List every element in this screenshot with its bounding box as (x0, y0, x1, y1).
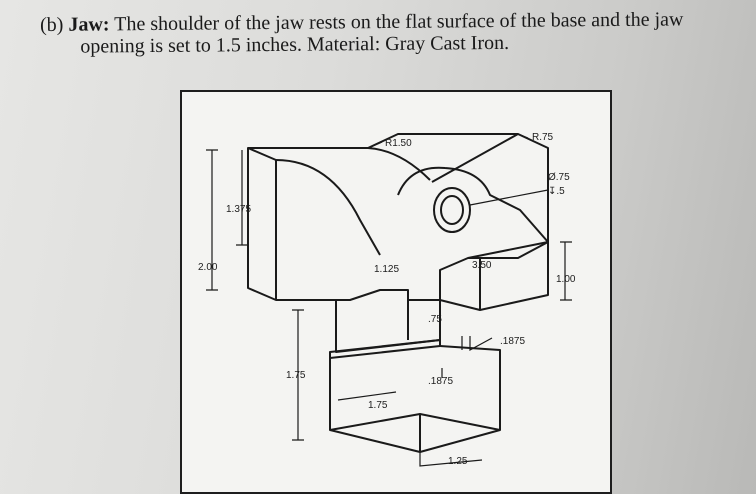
dim-125 (419, 452, 483, 467)
dim-350: 3.50 (472, 260, 492, 271)
groove (329, 339, 441, 359)
right-flange (439, 241, 549, 311)
dim-1125: 1.125 (374, 264, 399, 275)
dim-175b: 1.75 (368, 400, 388, 411)
hole-outer (433, 187, 471, 233)
dimline-200 (206, 149, 218, 291)
dimline-175a (292, 309, 304, 441)
leader-r75 (517, 133, 529, 139)
dimline-1375 (236, 150, 248, 246)
hole-inner (440, 195, 464, 225)
dim-175b (337, 391, 397, 401)
dimline-100 (560, 241, 572, 301)
boss-top (431, 133, 519, 183)
jaw-top-slope (275, 147, 431, 256)
dim-r150: R1.50 (385, 138, 412, 149)
lower-block (329, 345, 501, 453)
dim-dia: Ø.75 (548, 172, 570, 183)
lower-block-edge (329, 413, 501, 452)
dim-1875a (461, 336, 493, 352)
dim-depth: ↧.5 (548, 186, 565, 197)
dim-100: 1.00 (556, 274, 576, 285)
ear-boss (397, 166, 549, 243)
dim-r75: R.75 (532, 132, 554, 143)
figure-frame (180, 90, 612, 494)
leader-dia (469, 189, 549, 206)
dim-1375: 1.375 (226, 204, 251, 215)
dim-1875a: .1875 (500, 336, 525, 347)
jaw-outline-top (247, 133, 549, 301)
dim-1875b: .1875 (428, 376, 453, 387)
dim-75: .75 (428, 314, 442, 325)
neck (335, 300, 441, 353)
dim-125: 1.25 (448, 456, 468, 467)
dim-200: 2.00 (198, 262, 218, 273)
dim-175a: 1.75 (286, 370, 306, 381)
jaw-shoulder-face (247, 147, 277, 300)
leader-r150 (367, 141, 383, 149)
